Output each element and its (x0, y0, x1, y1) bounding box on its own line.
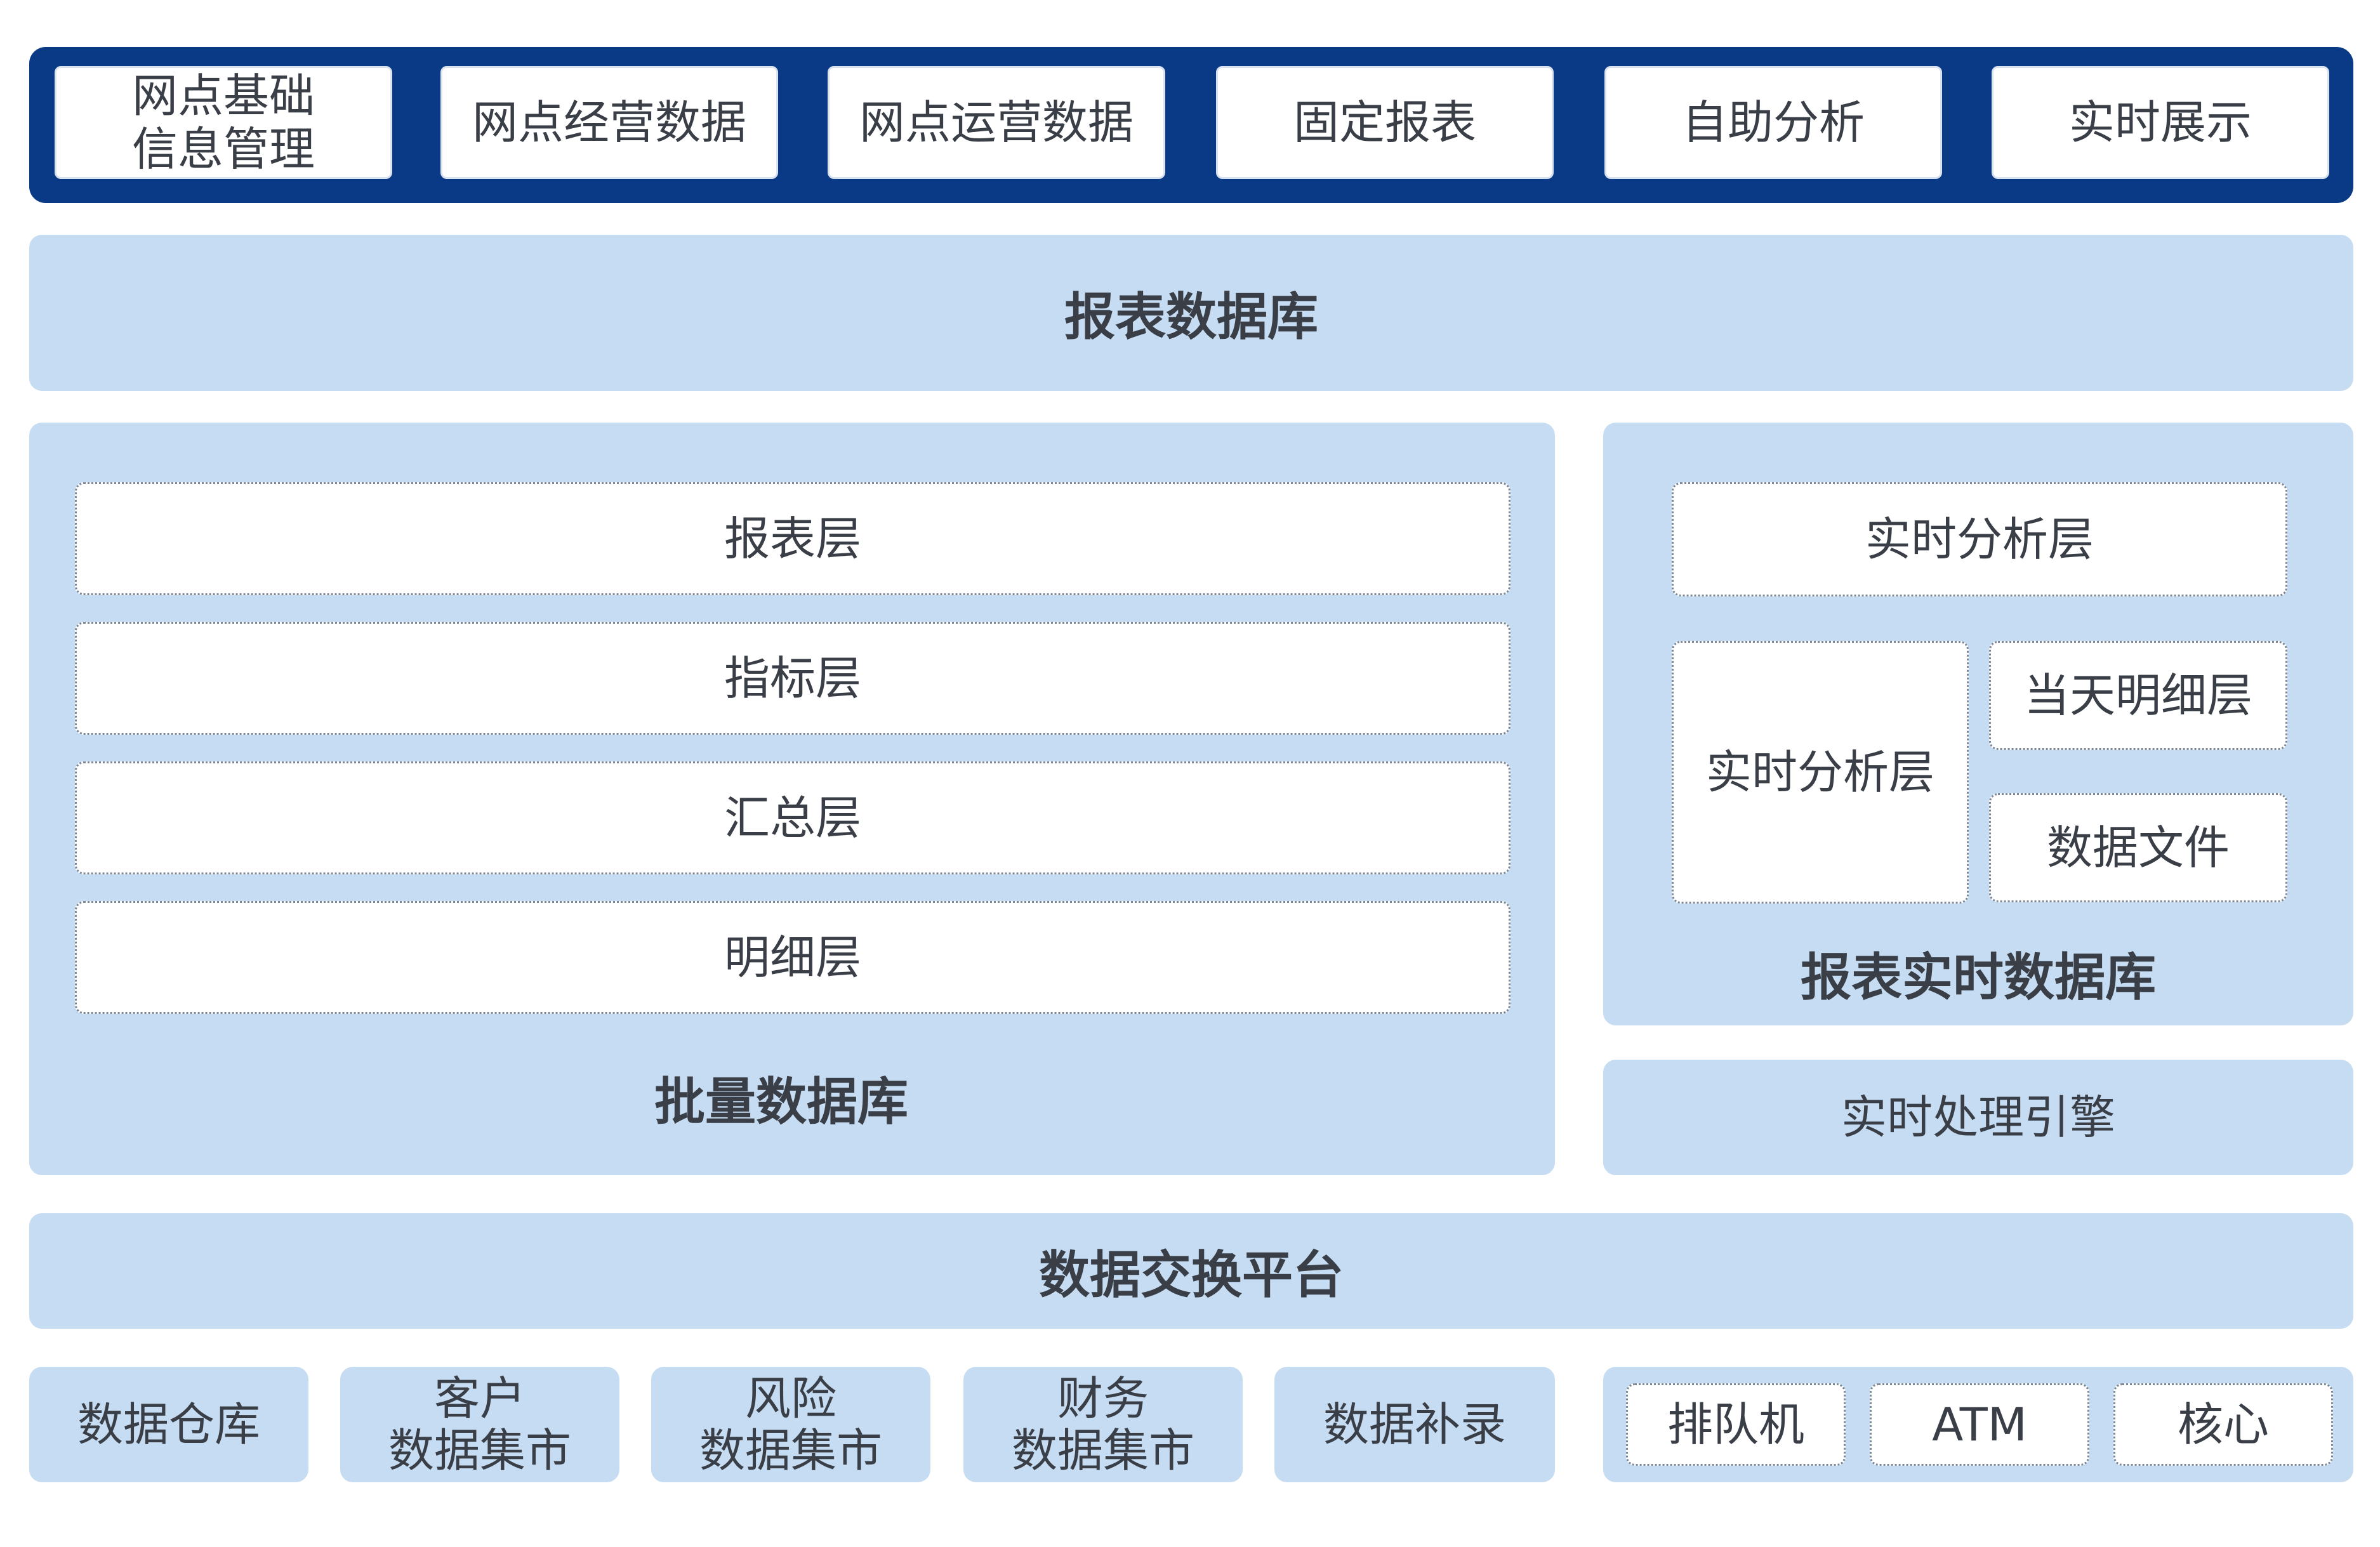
source-finance-mart: 财务 数据集市 (963, 1367, 1243, 1482)
realtime-layer-label: 实时分析层 (1705, 746, 1934, 799)
batch-layer-detail: 明细层 (75, 901, 1511, 1014)
report-database-title: 报表数据库 (1064, 287, 1318, 346)
source-label-line1: 风险 (744, 1372, 836, 1425)
batch-database-title-text: 批量数据库 (654, 1072, 908, 1131)
nav-item-label: 自助分析 (1681, 96, 1865, 149)
source-data-warehouse: 数据仓库 (29, 1367, 308, 1482)
source-risk-mart: 风险 数据集市 (651, 1367, 930, 1482)
nav-item-fixed-report[interactable]: 固定报表 (1216, 66, 1554, 179)
source-data-supplement: 数据补录 (1274, 1367, 1555, 1482)
channel-label: 排队机 (1667, 1398, 1804, 1451)
nav-item-label: 实时展示 (2068, 96, 2252, 149)
report-database-band: 报表数据库 (29, 235, 2353, 391)
nav-item-label: 固定报表 (1293, 96, 1476, 149)
source-label: 财务 数据集市 (1012, 1373, 1194, 1477)
nav-item-label: 网点运营数据 (859, 96, 1134, 149)
source-label-line2: 数据集市 (388, 1424, 571, 1477)
batch-layer-summary: 汇总层 (75, 761, 1511, 874)
channel-core: 核心 (2113, 1383, 2333, 1466)
realtime-analysis-layer-left: 实时分析层 (1672, 641, 1969, 904)
batch-layer-label: 报表层 (724, 512, 861, 565)
realtime-layer-label: 实时分析层 (1865, 513, 2094, 566)
nav-item-outlet-info[interactable]: 网点基础 信息管理 (55, 66, 392, 179)
source-label: 数据仓库 (77, 1398, 260, 1451)
batch-layer-label: 明细层 (724, 931, 861, 984)
realtime-engine-band: 实时处理引擎 (1603, 1060, 2353, 1175)
realtime-database-title: 报表实时数据库 (1603, 935, 2353, 1011)
nav-item-outlet-operation-data[interactable]: 网点运营数据 (828, 66, 1165, 179)
top-nav-bar (29, 47, 2353, 203)
source-label-line1: 财务 (1057, 1372, 1149, 1425)
data-exchange-band: 数据交换平台 (29, 1213, 2353, 1329)
nav-item-label: 网点经营数据 (472, 96, 746, 149)
realtime-database-title-text: 报表实时数据库 (1801, 948, 2156, 1007)
realtime-analysis-layer-top: 实时分析层 (1672, 482, 2287, 596)
realtime-layer-label: 当天明细层 (2023, 669, 2252, 722)
channel-label: 核心 (2177, 1398, 2269, 1451)
source-label: 客户 数据集市 (388, 1373, 571, 1477)
channel-atm: ATM (1870, 1383, 2089, 1466)
source-customer-mart: 客户 数据集市 (340, 1367, 619, 1482)
batch-layer-indicator: 指标层 (75, 622, 1511, 735)
realtime-layer-label: 数据文件 (2046, 821, 2230, 874)
data-file-layer: 数据文件 (1989, 793, 2287, 902)
same-day-detail-layer: 当天明细层 (1989, 641, 2287, 750)
data-exchange-title: 数据交换平台 (1039, 1246, 1344, 1305)
source-label: 风险 数据集市 (699, 1373, 882, 1477)
batch-layer-report: 报表层 (75, 482, 1511, 595)
realtime-engine-title: 实时处理引擎 (1841, 1091, 2115, 1144)
nav-item-outlet-business-data[interactable]: 网点经营数据 (440, 66, 778, 179)
nav-item-line1: 网点基础 (131, 69, 315, 122)
source-label-line2: 数据集市 (699, 1424, 882, 1477)
source-label: 数据补录 (1323, 1398, 1506, 1451)
nav-item-self-analysis[interactable]: 自助分析 (1604, 66, 1942, 179)
batch-layer-label: 指标层 (724, 652, 861, 705)
channel-queue-machine: 排队机 (1626, 1383, 1846, 1466)
nav-item-line2: 信息管理 (131, 122, 315, 176)
nav-item-realtime-display[interactable]: 实时展示 (1992, 66, 2329, 179)
nav-item-label: 网点基础 信息管理 (132, 69, 315, 176)
batch-layer-label: 汇总层 (724, 791, 861, 845)
channel-label: ATM (1932, 1398, 2027, 1451)
source-label-line2: 数据集市 (1011, 1424, 1194, 1477)
source-label-line1: 客户 (433, 1372, 526, 1425)
batch-database-title: 批量数据库 (29, 1060, 1533, 1136)
